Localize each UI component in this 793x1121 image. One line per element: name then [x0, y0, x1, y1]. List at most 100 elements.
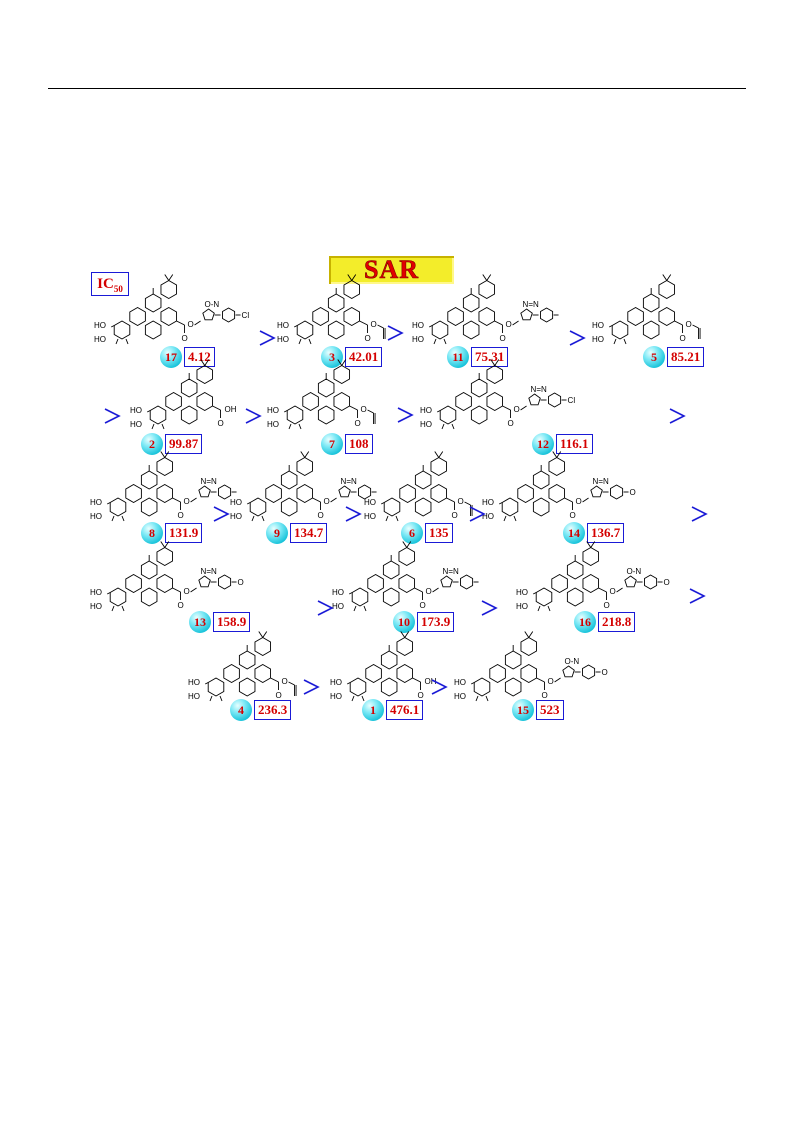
ring-c — [140, 470, 158, 490]
ring-d — [156, 483, 174, 504]
heteroatom-label: O-N — [627, 567, 642, 576]
ring-c2 — [327, 320, 345, 340]
ring-b — [129, 306, 146, 327]
ring-c — [380, 650, 398, 670]
carbonyl-o: O — [318, 511, 324, 520]
ho-label: HO — [130, 406, 142, 415]
ring-c2 — [462, 320, 480, 340]
carbonyl-o: O — [420, 601, 426, 610]
heterocycle-ring — [198, 575, 211, 588]
heterocycle-ring — [440, 575, 453, 588]
heteroatom-label: N=N — [341, 477, 357, 486]
ring-d — [333, 391, 351, 412]
compound-number-17: 17 — [160, 346, 182, 368]
ring-a — [439, 405, 457, 425]
ring-a — [349, 677, 367, 697]
ho-label: HO — [364, 498, 376, 507]
ring-c — [140, 560, 158, 580]
aryl-ring — [548, 392, 562, 408]
ester-o: O — [548, 677, 554, 686]
ring-b — [223, 663, 240, 684]
greater-than-arrow — [344, 505, 362, 523]
ic50-subscript: 50 — [113, 284, 123, 294]
greater-than-arrow — [103, 407, 121, 425]
ring-d — [398, 573, 416, 594]
acid-oh: OH — [425, 677, 437, 686]
carbonyl-o: O — [178, 601, 184, 610]
ho-label-2: HO — [277, 335, 289, 344]
compound-number-5: 5 — [643, 346, 665, 368]
ring-d — [478, 306, 496, 327]
ring-a — [611, 320, 629, 340]
greater-than-arrow — [690, 505, 708, 523]
ring-e — [582, 546, 600, 567]
ring-e — [548, 456, 566, 477]
carbonyl-o: O — [452, 511, 458, 520]
compound-number-16: 16 — [574, 611, 596, 633]
ring-c — [238, 650, 256, 670]
ring-b — [302, 391, 319, 412]
ring-a — [351, 587, 369, 607]
greater-than-arrow — [316, 599, 334, 617]
aryl-substituent: Cl — [242, 311, 250, 320]
ring-d — [548, 483, 566, 504]
ring-c — [642, 293, 660, 313]
ester-o: O — [458, 497, 464, 506]
ho-label: HO — [90, 588, 102, 597]
ring-b — [367, 573, 384, 594]
ring-c — [317, 378, 335, 398]
ring-c2 — [380, 677, 398, 697]
carbonyl-o: O — [418, 691, 424, 700]
ring-a — [296, 320, 314, 340]
ho-label: HO — [454, 678, 466, 687]
ring-b — [627, 306, 644, 327]
heterocycle-ring — [528, 393, 541, 406]
ring-d — [520, 663, 538, 684]
ring-c2 — [317, 405, 335, 425]
ring-e — [196, 364, 214, 385]
ic50-value-14: 136.7 — [587, 523, 625, 543]
ho-label-2: HO — [90, 512, 102, 521]
ester-o: O — [361, 405, 367, 414]
ester-o: O — [282, 677, 288, 686]
ring-c — [144, 293, 162, 313]
ho-label-2: HO — [130, 420, 142, 429]
acid-oh: OH — [225, 405, 237, 414]
ring-c — [382, 560, 400, 580]
ring-c2 — [566, 587, 584, 607]
ring-e — [296, 456, 314, 477]
ho-label: HO — [332, 588, 344, 597]
ic50-value-1: 476.1 — [386, 700, 424, 720]
ester-o: O — [371, 320, 377, 329]
methoxy-o: O — [602, 668, 608, 677]
ring-c — [566, 560, 584, 580]
ic50-legend-box: IC50 — [91, 272, 129, 296]
ring-c2 — [140, 587, 158, 607]
heterocycle-ring — [198, 485, 211, 498]
ring-d — [343, 306, 361, 327]
greater-than-arrow — [244, 407, 262, 425]
ho-label-2: HO — [516, 602, 528, 611]
ring-a — [501, 497, 519, 517]
ring-c — [470, 378, 488, 398]
aryl-ring — [644, 574, 658, 590]
ring-e — [254, 636, 272, 657]
compound-number-13: 13 — [189, 611, 211, 633]
greater-than-arrow — [302, 678, 320, 696]
ring-c2 — [180, 405, 198, 425]
heteroatom-label: N=N — [443, 567, 459, 576]
carbonyl-o: O — [570, 511, 576, 520]
ho-label: HO — [420, 406, 432, 415]
ring-b — [125, 483, 142, 504]
